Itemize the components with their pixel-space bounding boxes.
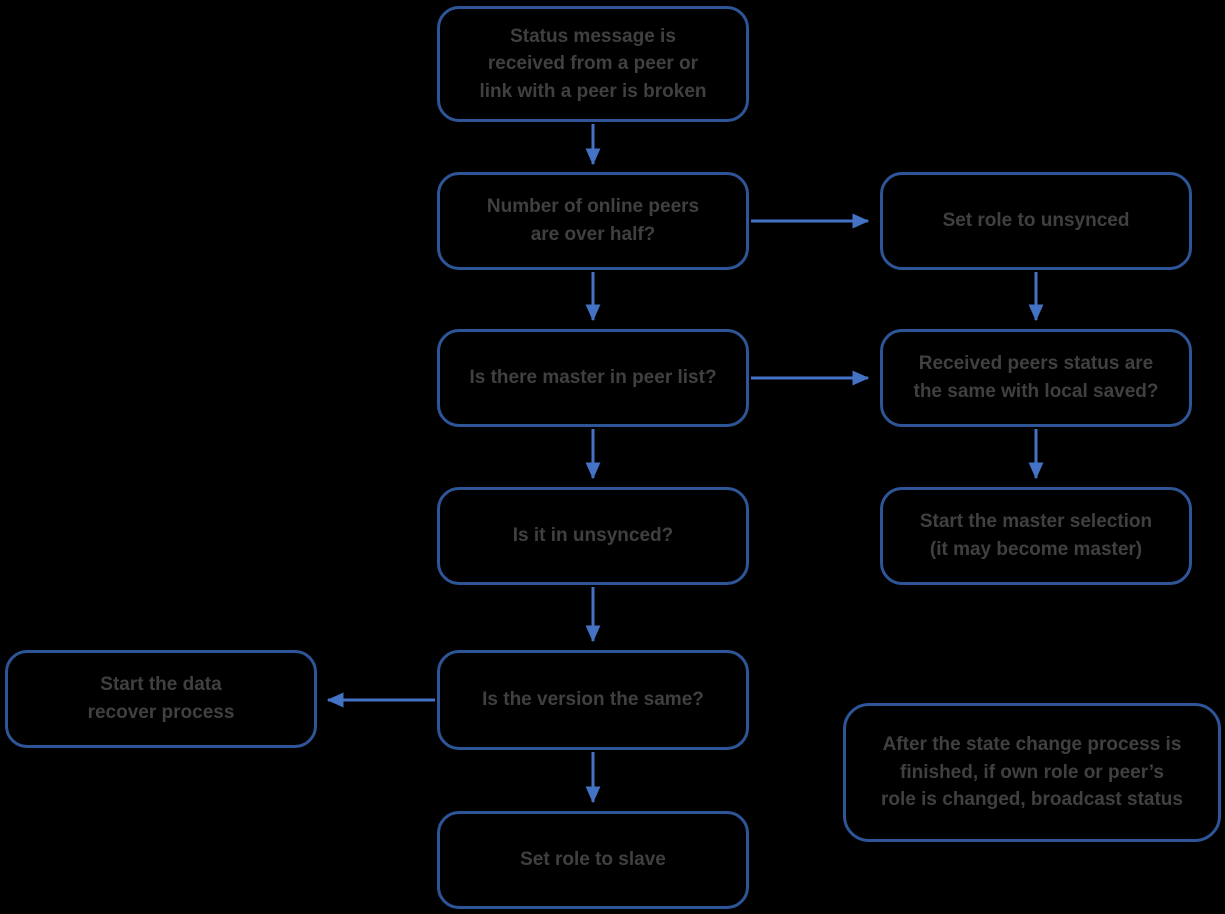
node-master-in-peer-list: Is there master in peer list?: [437, 329, 749, 427]
node-broadcast-status-note: After the state change process is finish…: [843, 703, 1221, 842]
node-start-data-recover-label: Start the data recover process: [87, 674, 235, 723]
node-online-peers-over-half-label: Number of online peers are over half?: [486, 196, 700, 245]
node-broadcast-status-note-label: After the state change process is finish…: [881, 734, 1183, 811]
node-is-it-in-unsynced: Is it in unsynced?: [437, 487, 749, 585]
node-set-role-unsynced: Set role to unsynced: [880, 172, 1192, 270]
node-is-version-same-label: Is the version the same?: [482, 689, 704, 711]
node-set-role-slave: Set role to slave: [437, 811, 749, 909]
node-status-message-received-label: Status message is received from a peer o…: [479, 25, 707, 102]
node-start-master-selection: Start the master selection (it may becom…: [880, 487, 1192, 585]
node-set-role-slave-label: Set role to slave: [520, 849, 666, 871]
node-received-peers-status: Received peers status are the same with …: [880, 329, 1192, 427]
node-start-data-recover: Start the data recover process: [5, 650, 317, 748]
node-received-peers-status-label: Received peers status are the same with …: [913, 353, 1159, 402]
node-status-message-received: Status message is received from a peer o…: [437, 6, 749, 122]
node-set-role-unsynced-label: Set role to unsynced: [942, 210, 1130, 232]
node-start-master-selection-label: Start the master selection (it may becom…: [919, 511, 1153, 560]
node-is-version-same: Is the version the same?: [437, 650, 749, 750]
node-is-it-in-unsynced-label: Is it in unsynced?: [512, 525, 674, 547]
node-master-in-peer-list-label: Is there master in peer list?: [469, 367, 717, 389]
node-online-peers-over-half: Number of online peers are over half?: [437, 172, 749, 270]
